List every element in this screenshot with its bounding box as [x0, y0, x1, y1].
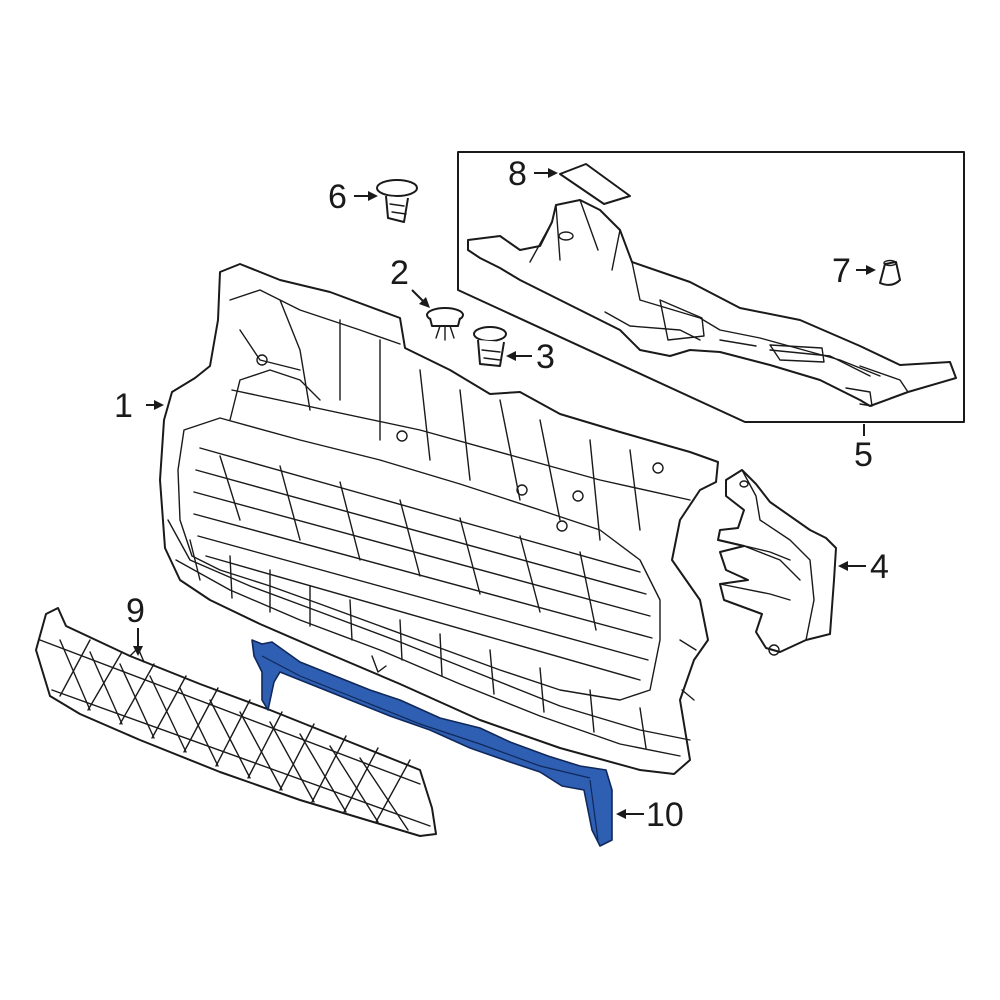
callout-2: 2 — [390, 254, 409, 292]
part-5-inset-box — [457, 151, 965, 423]
grommet-part[interactable] — [879, 259, 901, 286]
highlighted-lower-bracket-part[interactable] — [251, 639, 613, 847]
callout-8: 8 — [508, 155, 527, 193]
callout-10: 10 — [646, 796, 684, 834]
push-pin-6-part[interactable] — [376, 179, 418, 223]
callout-3: 3 — [536, 338, 555, 376]
callout-7: 7 — [832, 252, 851, 290]
callout-4: 4 — [870, 548, 889, 586]
leader-lines — [133, 168, 876, 819]
callout-6: 6 — [328, 178, 347, 216]
clip-2-part[interactable] — [426, 307, 464, 341]
clip-3-part[interactable] — [473, 326, 507, 367]
grille-support-part[interactable] — [159, 263, 719, 775]
callout-5: 5 — [854, 436, 873, 474]
side-bracket-part[interactable] — [717, 469, 837, 656]
label-sticker-part[interactable] — [559, 163, 631, 205]
callout-1: 1 — [114, 387, 133, 425]
callout-9: 9 — [126, 592, 145, 630]
lower-grille-part[interactable] — [35, 607, 437, 837]
radiator-cover-part[interactable] — [467, 199, 957, 407]
